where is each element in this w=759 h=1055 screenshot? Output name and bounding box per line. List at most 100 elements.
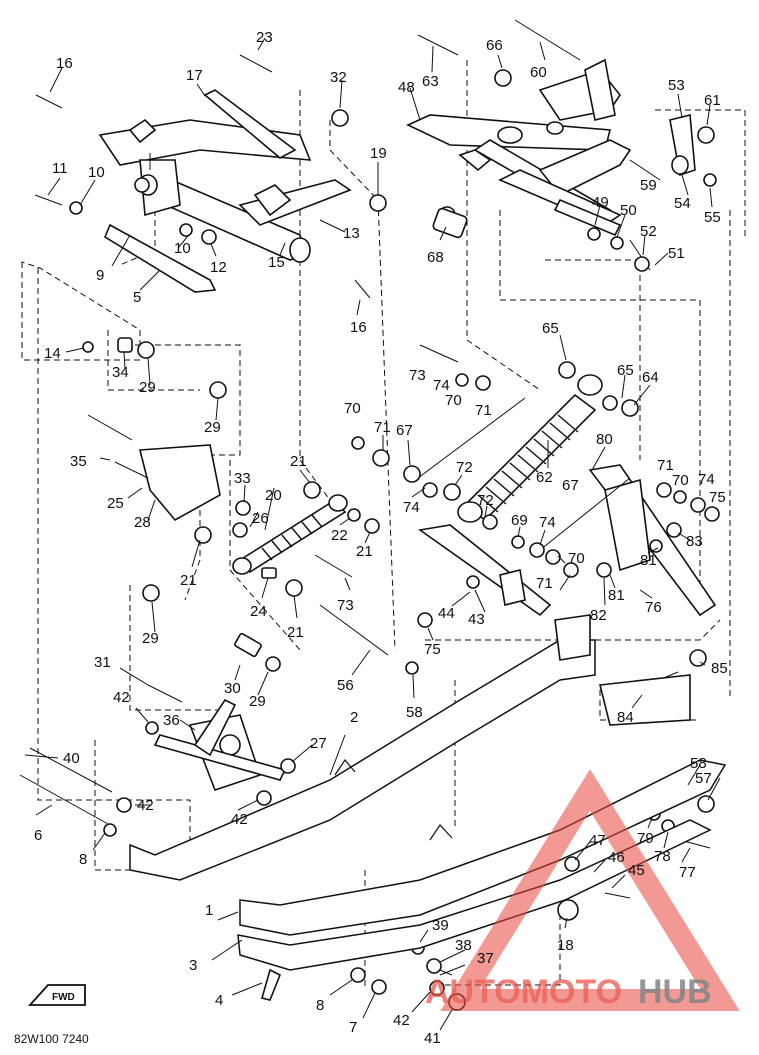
callout: 41 — [424, 1030, 441, 1047]
callout: 83 — [686, 533, 703, 550]
callout: 29 — [142, 630, 159, 647]
callout: 6 — [34, 827, 42, 844]
callout: 61 — [704, 92, 721, 109]
callout: 35 — [70, 453, 87, 470]
callout: 55 — [704, 209, 721, 226]
callout: 8 — [79, 851, 87, 868]
callout: 74 — [698, 471, 715, 488]
callout: 42 — [231, 811, 248, 828]
callout: 59 — [640, 177, 657, 194]
callout: 77 — [679, 864, 696, 881]
callout: 10 — [174, 240, 191, 257]
callout: 79 — [637, 830, 654, 847]
callout: 75 — [709, 489, 726, 506]
rear-suspension-arm — [406, 58, 696, 237]
callout: 48 — [398, 79, 415, 96]
callout: 49 — [592, 194, 609, 211]
callout: 32 — [330, 69, 347, 86]
callout: 62 — [536, 469, 553, 486]
callout: 65 — [617, 362, 634, 379]
callout: 19 — [370, 145, 387, 162]
callout: 80 — [596, 431, 613, 448]
callout: 85 — [711, 660, 728, 677]
callout: 44 — [438, 605, 455, 622]
callout: 11 — [52, 160, 68, 177]
callout: 14 — [44, 345, 61, 362]
callout: 42 — [113, 689, 130, 706]
callout: 71 — [374, 419, 391, 436]
callout: 1 — [205, 902, 213, 919]
callout: 29 — [204, 419, 221, 436]
callout: 2 — [350, 709, 358, 726]
callout: 76 — [645, 599, 662, 616]
callout: 67 — [396, 422, 413, 439]
callout: 67 — [562, 477, 579, 494]
fwd-arrow-icon: FWD — [27, 984, 86, 1006]
callout: 72 — [456, 459, 473, 476]
callout: 46 — [608, 849, 625, 866]
callout: 64 — [642, 369, 659, 386]
fwd-label: FWD — [52, 992, 75, 1003]
callout: 71 — [475, 402, 492, 419]
callout: 43 — [468, 611, 485, 628]
callout: 57 — [695, 770, 712, 787]
callout: 54 — [674, 195, 691, 212]
callout: 58 — [406, 704, 423, 721]
callout: 22 — [331, 527, 348, 544]
callout: 74 — [433, 377, 450, 394]
callout: 21 — [290, 453, 307, 470]
callout: 65 — [542, 320, 559, 337]
callout: 29 — [139, 379, 156, 396]
callout: 40 — [63, 750, 80, 767]
callout: 21 — [180, 572, 197, 589]
callout: 66 — [486, 37, 503, 54]
callout: 13 — [343, 225, 360, 242]
callout: 52 — [640, 223, 657, 240]
callout: 70 — [344, 400, 361, 417]
callout: 7 — [349, 1019, 357, 1036]
callout: 16 — [56, 55, 73, 72]
callout: 75 — [424, 641, 441, 658]
callout: 70 — [672, 472, 689, 489]
rear-shock-absorber — [457, 374, 603, 523]
callout: 30 — [224, 680, 241, 697]
callout: 8 — [316, 997, 324, 1014]
callout: 20 — [265, 487, 282, 504]
callout: 69 — [511, 512, 528, 529]
callout: 58 — [690, 755, 707, 772]
callout: 60 — [530, 64, 547, 81]
callout: 74 — [539, 514, 556, 531]
callout: 63 — [422, 73, 439, 90]
callout: 81 — [608, 587, 625, 604]
callout: 4 — [215, 992, 223, 1009]
callout: 73 — [337, 597, 354, 614]
callout: 45 — [628, 862, 645, 879]
callout: 38 — [455, 937, 472, 954]
callout: 17 — [186, 67, 203, 84]
callout: 82 — [590, 607, 607, 624]
callout: 18 — [557, 937, 574, 954]
callout: 73 — [409, 367, 426, 384]
leader-lines — [24, 37, 721, 1031]
callout: 9 — [96, 267, 104, 284]
callout: 78 — [654, 848, 671, 865]
callout: 28 — [134, 514, 151, 531]
callout: 16 — [350, 319, 367, 336]
callout: 72 — [477, 492, 494, 509]
callout: 25 — [107, 495, 124, 512]
callout: 23 — [256, 29, 273, 46]
callout: 3 — [189, 957, 197, 974]
callout: 21 — [356, 543, 373, 560]
callout: 50 — [620, 202, 637, 219]
callout: 51 — [668, 245, 685, 262]
watermark-brand-a: AUTOMOTO — [425, 973, 622, 1011]
watermark-brand-b: HUB — [638, 973, 712, 1011]
callout: 42 — [137, 797, 154, 814]
callout: 24 — [250, 603, 267, 620]
callout: 10 — [88, 164, 105, 181]
callout: 37 — [477, 950, 494, 967]
callout-labels: 1 2 3 4 5 6 7 8 8 8 9 10 10 11 12 13 14 … — [34, 29, 728, 1047]
callout: 31 — [94, 654, 111, 671]
callout: 71 — [657, 457, 674, 474]
